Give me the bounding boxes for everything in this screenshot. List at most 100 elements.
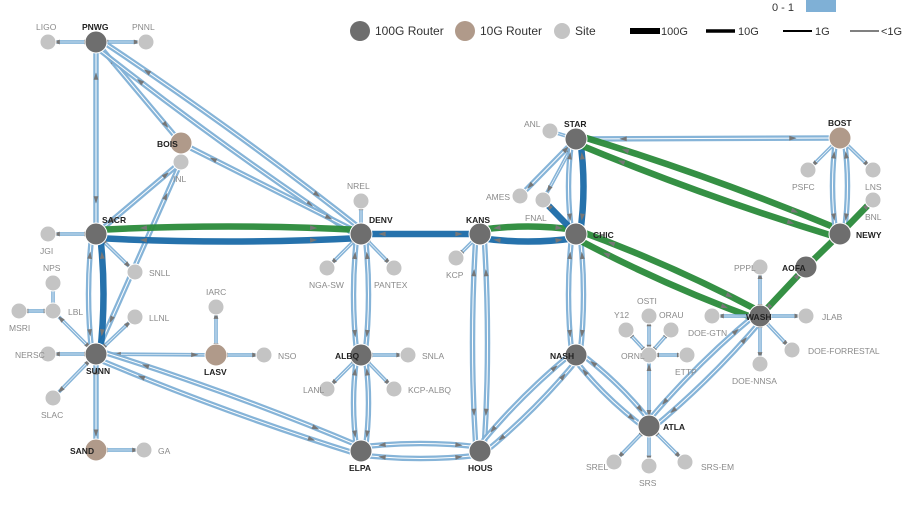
node-anl[interactable]: ANL <box>524 119 559 140</box>
link-sacr-sunn[interactable] <box>85 233 95 355</box>
site-marker[interactable] <box>44 302 62 320</box>
site-marker[interactable] <box>255 346 273 364</box>
link-chic-nash[interactable] <box>565 233 575 356</box>
site-marker[interactable] <box>385 259 403 277</box>
site-marker[interactable] <box>10 302 28 320</box>
router-marker[interactable] <box>468 222 492 246</box>
site-marker[interactable] <box>352 192 370 210</box>
link-albq-elpa[interactable] <box>350 354 360 452</box>
site-marker[interactable] <box>640 346 658 364</box>
router-marker[interactable] <box>468 439 492 463</box>
site-marker[interactable] <box>534 191 552 209</box>
site-marker[interactable] <box>678 346 696 364</box>
link-pnwg-denv[interactable] <box>91 43 361 240</box>
node-bois[interactable]: BOIS <box>157 131 193 155</box>
node-pnnl[interactable]: PNNL <box>132 22 155 51</box>
node-ettp[interactable]: ETTP <box>675 346 697 377</box>
node-pnwg[interactable]: PNWG <box>82 22 109 54</box>
router-marker[interactable] <box>349 343 373 367</box>
link-pnwg-sacr[interactable] <box>93 41 99 234</box>
link-star-chic[interactable] <box>576 138 587 235</box>
node-nga-sw[interactable]: NGA-SW <box>309 259 344 290</box>
link-hous-nash[interactable] <box>475 350 575 450</box>
site-marker[interactable] <box>447 249 465 267</box>
link-denv-albq[interactable] <box>350 233 360 356</box>
node-srs[interactable]: SRS <box>639 457 658 488</box>
site-marker[interactable] <box>617 321 635 339</box>
link-chic-nash[interactable] <box>577 233 587 356</box>
site-marker[interactable] <box>511 187 529 205</box>
link-line[interactable] <box>95 234 362 245</box>
node-sand[interactable]: SAND <box>70 438 108 462</box>
node-srs-em[interactable]: SRS-EM <box>676 453 734 472</box>
site-marker[interactable] <box>676 453 694 471</box>
link-line[interactable] <box>96 36 366 233</box>
link-star-newy[interactable] <box>576 132 843 234</box>
link-line[interactable] <box>576 132 843 234</box>
node-jlab[interactable]: JLAB <box>797 307 843 325</box>
site-marker[interactable] <box>44 274 62 292</box>
router-marker[interactable] <box>84 438 108 462</box>
node-nash[interactable]: NASH <box>550 343 588 367</box>
node-iarc[interactable]: IARC <box>206 287 226 316</box>
node-nso[interactable]: NSO <box>255 346 297 364</box>
node-kcp-albq[interactable]: KCP-ALBQ <box>385 380 451 398</box>
router-marker[interactable] <box>349 439 373 463</box>
link-line[interactable] <box>572 234 760 323</box>
node-sunn[interactable]: SUNN <box>84 342 110 376</box>
node-lbl[interactable]: LBL <box>44 302 83 320</box>
link-kans-chic[interactable] <box>479 223 577 234</box>
site-marker[interactable] <box>751 258 769 276</box>
site-marker[interactable] <box>541 122 559 140</box>
link-nash-atla[interactable] <box>571 356 648 432</box>
router-marker[interactable] <box>564 127 588 151</box>
node-slac[interactable]: SLAC <box>41 389 63 420</box>
site-marker[interactable] <box>605 453 623 471</box>
link-kans-hous[interactable] <box>481 233 491 452</box>
link-elpa-hous[interactable] <box>360 440 481 450</box>
site-marker[interactable] <box>126 308 144 326</box>
node-atla[interactable]: ATLA <box>637 414 685 438</box>
node-kcp[interactable]: KCP <box>446 249 465 280</box>
node-srel[interactable]: SREL <box>586 453 623 472</box>
node-pppl[interactable]: PPPL <box>734 258 769 276</box>
site-marker[interactable] <box>385 380 403 398</box>
site-marker[interactable] <box>799 161 817 179</box>
node-lanl[interactable]: LANL <box>303 380 336 398</box>
node-kans[interactable]: KANS <box>466 215 492 246</box>
node-snla[interactable]: SNLA <box>399 346 445 364</box>
node-elpa[interactable]: ELPA <box>349 439 373 473</box>
link-chic-wash[interactable] <box>576 227 764 316</box>
site-marker[interactable] <box>172 153 190 171</box>
link-line[interactable] <box>571 356 648 432</box>
node-sacr[interactable]: SACR <box>84 215 126 246</box>
link-sacr-denv[interactable] <box>95 234 362 245</box>
router-marker[interactable] <box>84 30 108 54</box>
node-star[interactable]: STAR <box>564 119 588 151</box>
link-line[interactable] <box>91 43 361 240</box>
node-ames[interactable]: AMES <box>486 187 529 205</box>
node-pantex[interactable]: PANTEX <box>374 259 408 290</box>
node-llnl[interactable]: LLNL <box>126 308 170 326</box>
link-line[interactable] <box>95 223 362 234</box>
link-bost-newy[interactable] <box>841 137 851 235</box>
node-ligo[interactable]: LIGO <box>36 22 57 51</box>
link-inl-sunn[interactable] <box>93 160 184 356</box>
node-nps[interactable]: NPS <box>43 263 62 292</box>
site-marker[interactable] <box>137 33 155 51</box>
node-bnl[interactable]: BNL <box>864 191 882 222</box>
node-snll[interactable]: SNLL <box>126 263 171 281</box>
node-bost[interactable]: BOST <box>828 118 852 150</box>
node-nrel[interactable]: NREL <box>347 181 370 210</box>
site-marker[interactable] <box>751 355 769 373</box>
node-doe-nnsa[interactable]: DOE-NNSA <box>732 355 777 386</box>
link-denv-kans[interactable] <box>361 230 480 238</box>
link-atla-wash[interactable] <box>650 317 765 431</box>
site-marker[interactable] <box>39 345 57 363</box>
router-marker[interactable] <box>349 222 373 246</box>
link-atla-wash[interactable] <box>644 311 759 425</box>
node-psfc[interactable]: PSFC <box>792 161 817 192</box>
link-hous-nash[interactable] <box>481 356 581 456</box>
node-y12[interactable]: Y12 <box>614 310 635 339</box>
link-kans-chic[interactable] <box>479 234 577 245</box>
